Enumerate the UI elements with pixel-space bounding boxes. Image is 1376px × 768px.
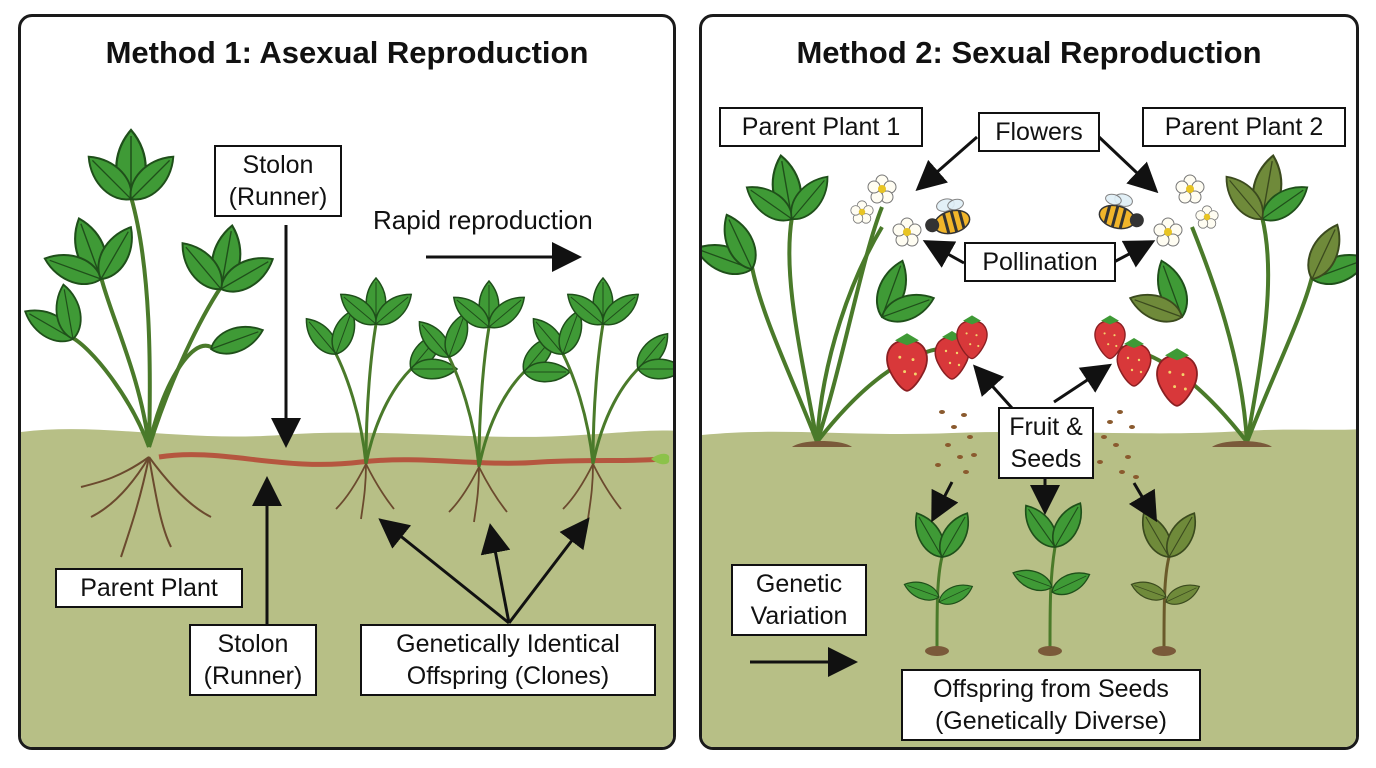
seeds-arrow-right xyxy=(1128,482,1158,523)
seedlings-illustration xyxy=(901,496,1205,656)
genetic-variation-label-line2: Variation xyxy=(750,602,848,630)
pollination-arrow-left xyxy=(922,240,965,268)
fruit-seeds-label-line1: Fruit & xyxy=(1009,413,1083,441)
parent-plant-illustration xyxy=(21,128,281,558)
fruit-seeds-label: Fruit & Seeds xyxy=(998,407,1094,479)
sexual-title: Method 2: Sexual Reproduction xyxy=(796,35,1262,70)
offspring-seeds-label-line1: Offspring from Seeds xyxy=(933,675,1169,703)
parent-plant-1-label: Parent Plant 1 xyxy=(719,107,923,147)
fruit-seeds-label-line2: Seeds xyxy=(1010,445,1082,473)
flowers-label: Flowers xyxy=(978,112,1100,152)
flowers-arrow-right xyxy=(1097,135,1159,194)
stolon-top-label: Stolon (Runner) xyxy=(214,145,342,217)
genetic-variation-label-line1: Genetic xyxy=(755,570,843,598)
sexual-scene-illustration xyxy=(702,135,1356,747)
offspring-seeds-label: Offspring from Seeds (Genetically Divers… xyxy=(901,669,1201,741)
flowers-arrow-left xyxy=(915,135,978,191)
clones-label: Genetically Identical Offspring (Clones) xyxy=(360,624,656,696)
asexual-panel: Method 1: Asexual Reproduction Stolon (R… xyxy=(18,14,676,750)
parent-plant-label: Parent Plant xyxy=(55,568,243,608)
rapid-reproduction-label: Rapid reproduction xyxy=(373,205,593,235)
clone-plants-illustration xyxy=(298,277,673,523)
clone-arrow-3 xyxy=(507,517,590,624)
clones-label-line2: Offspring (Clones) xyxy=(406,662,610,690)
pollination-label: Pollination xyxy=(964,242,1116,282)
clones-label-line1: Genetically Identical xyxy=(396,630,620,658)
clone-arrow-1 xyxy=(378,518,510,625)
fruit-arrow-right xyxy=(1053,363,1113,404)
stolon-top-label-line1: Stolon xyxy=(242,151,314,179)
parent-plant-2-illustration xyxy=(1094,152,1356,447)
offspring-seeds-label-line2: (Genetically Diverse) xyxy=(934,707,1167,735)
asexual-title: Method 1: Asexual Reproduction xyxy=(105,35,589,70)
parent-plant-1-illustration xyxy=(702,152,988,447)
stolon-runner-line xyxy=(158,452,662,467)
stolon-top-label-line2: (Runner) xyxy=(228,183,328,211)
clone-arrow-2 xyxy=(480,523,511,624)
parent-plant-2-label: Parent Plant 2 xyxy=(1142,107,1346,147)
stolon-bottom-label: Stolon (Runner) xyxy=(189,624,317,696)
sexual-panel: Method 2: Sexual Reproduction Parent Pla… xyxy=(699,14,1359,750)
pollination-arrow-right xyxy=(1111,240,1156,268)
falling-seeds xyxy=(935,410,1139,479)
stolon-bottom-label-line2: (Runner) xyxy=(203,662,303,690)
genetic-variation-label: Genetic Variation xyxy=(731,564,867,636)
seeds-arrow-left xyxy=(931,481,959,523)
stolon-bottom-label-line1: Stolon xyxy=(217,630,289,658)
